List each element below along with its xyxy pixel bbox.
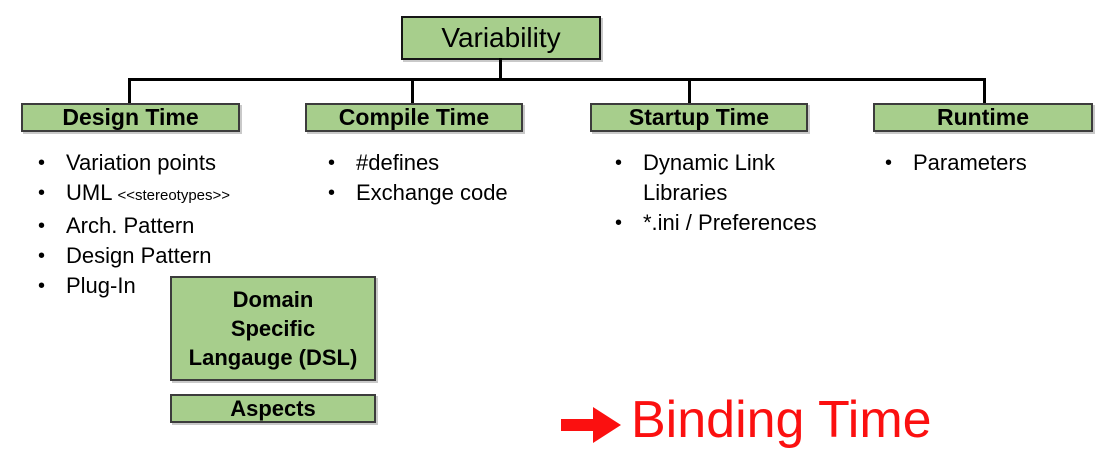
bullet-icon: • — [328, 152, 336, 174]
dsl-box: Domain Specific Langauge (DSL) — [170, 276, 376, 381]
binding-time-label: Binding Time — [631, 391, 932, 449]
list-item: • Exchange code — [328, 178, 558, 208]
aspects-box: Aspects — [170, 394, 376, 423]
red-right-arrow-icon — [561, 407, 621, 443]
connector-drop-design-time — [128, 78, 131, 104]
bullet-icon: • — [328, 182, 336, 204]
list-item: • Parameters — [885, 148, 1095, 178]
list-item: • Arch. Pattern — [38, 211, 298, 241]
design-time-list: • Variation points • UML<<stereotypes>> … — [38, 148, 298, 301]
list-item: • Plug-In — [38, 271, 298, 301]
list-item-label: #defines — [356, 150, 440, 175]
list-item-label: Dynamic Link Libraries — [643, 150, 776, 205]
design-time-label: Design Time — [62, 104, 199, 130]
list-item-label: Parameters — [913, 150, 1027, 175]
uml-label: UML — [66, 180, 113, 205]
bullet-icon: • — [885, 152, 893, 174]
bullet-icon: • — [38, 215, 46, 237]
startup-time-list: • Dynamic Link Libraries • *.ini / Prefe… — [615, 148, 830, 238]
compile-time-list: • #defines • Exchange code — [328, 148, 558, 208]
variability-root-label: Variability — [441, 22, 561, 53]
bullet-icon: • — [38, 245, 46, 267]
runtime-label: Runtime — [937, 104, 1029, 130]
list-item: • Design Pattern — [38, 241, 298, 271]
dsl-label-line1: Domain — [232, 287, 314, 312]
connector-horizontal-bus — [128, 78, 986, 81]
design-time-box: Design Time — [21, 103, 240, 132]
list-item-label: Variation points — [66, 150, 217, 175]
bullet-icon: • — [615, 152, 623, 174]
bullet-icon: • — [38, 152, 46, 174]
variability-root-box: Variability — [401, 16, 601, 60]
dsl-label-line3: Langauge (DSL) — [188, 345, 358, 370]
list-item: • #defines — [328, 148, 558, 178]
list-item-label: Exchange code — [356, 180, 508, 205]
connector-root-vertical — [499, 58, 502, 79]
compile-time-box: Compile Time — [305, 103, 523, 132]
list-item: • Variation points — [38, 148, 298, 178]
connector-drop-startup-time — [688, 78, 691, 104]
runtime-list: • Parameters — [885, 148, 1095, 178]
startup-time-box: Startup Time — [590, 103, 808, 132]
list-item-label: Plug-In — [66, 273, 136, 298]
stereotypes-label: <<stereotypes>> — [117, 187, 231, 204]
connector-drop-runtime — [983, 78, 986, 104]
list-item: • *.ini / Preferences — [615, 208, 830, 238]
list-item-label: Arch. Pattern — [66, 213, 195, 238]
aspects-label: Aspects — [230, 395, 316, 421]
list-item: • UML<<stereotypes>> — [38, 178, 298, 211]
list-item-label: UML<<stereotypes>> — [66, 178, 298, 211]
binding-time-annotation: Binding Time — [561, 392, 932, 448]
compile-time-label: Compile Time — [338, 104, 490, 130]
bullet-icon: • — [38, 182, 46, 204]
list-item: • Dynamic Link Libraries — [615, 148, 830, 208]
dsl-label-line2: Specific — [230, 316, 316, 341]
bullet-icon: • — [38, 275, 46, 297]
bullet-icon: • — [615, 212, 623, 234]
runtime-box: Runtime — [873, 103, 1093, 132]
list-item-label: Design Pattern — [66, 243, 212, 268]
connector-drop-compile-time — [411, 78, 414, 104]
list-item-label: *.ini / Preferences — [643, 210, 817, 235]
startup-time-label: Startup Time — [628, 104, 770, 130]
